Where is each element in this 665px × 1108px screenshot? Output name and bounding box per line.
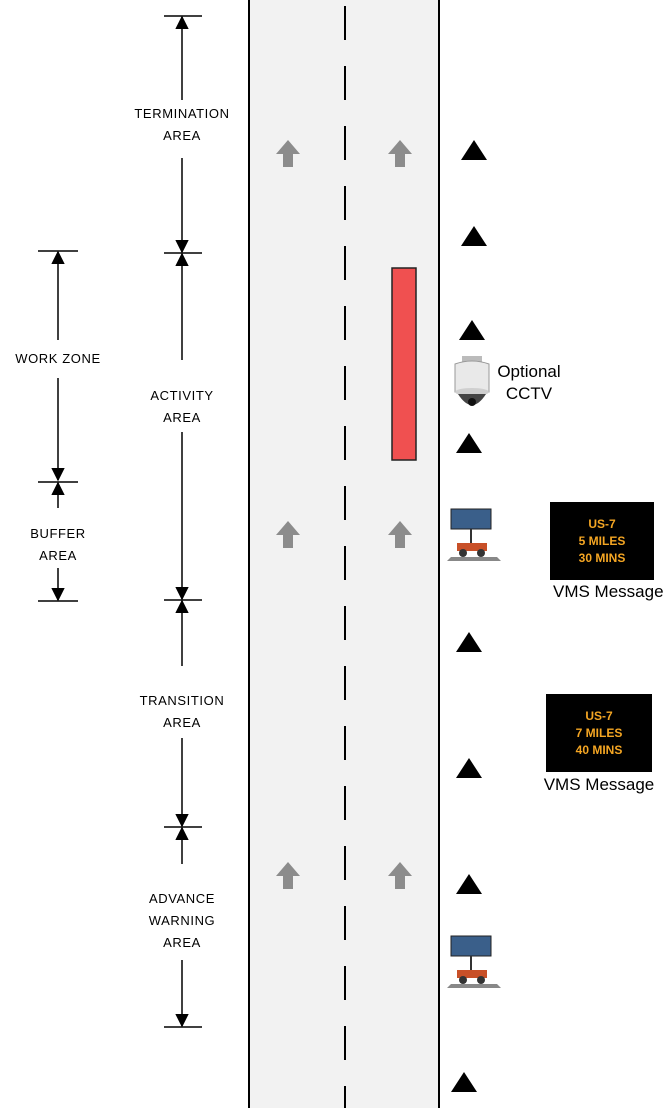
cone-icon xyxy=(456,433,482,453)
vms-message-board: US-7 5 MILES 30 MINS xyxy=(550,502,654,580)
activity-label-line2: AREA xyxy=(163,410,201,425)
vms-line: US-7 xyxy=(588,516,616,531)
activity-label-line1: ACTIVITY xyxy=(150,388,214,403)
up-arrow-icon xyxy=(388,521,412,548)
vms-caption: VMS Message xyxy=(553,582,664,601)
work-activity-block xyxy=(391,267,417,461)
cone-icon xyxy=(456,874,482,894)
cone-icon xyxy=(456,758,482,778)
transition-area-label: TRANSITION AREA xyxy=(120,690,244,734)
cone-icon xyxy=(461,140,487,160)
buffer-label-line2: AREA xyxy=(39,548,77,563)
termination-label-line2: AREA xyxy=(163,128,201,143)
advance-label-line3: AREA xyxy=(163,935,201,950)
up-arrow-icon xyxy=(276,862,300,889)
cone-icon xyxy=(461,226,487,246)
cctv-camera-icon xyxy=(454,356,490,406)
vms-line: 7 MILES xyxy=(575,725,623,740)
cctv-label-line1: Optional xyxy=(497,362,561,381)
traffic-arrows xyxy=(276,140,412,889)
advance-warning-area-label: ADVANCE WARNING AREA xyxy=(120,888,244,954)
activity-area-label: ACTIVITY AREA xyxy=(120,385,244,429)
vms-trailer-icon xyxy=(447,508,501,561)
vms-line: 40 MINS xyxy=(575,742,623,757)
vms-line: 5 MILES xyxy=(578,533,626,548)
transition-label-line1: TRANSITION xyxy=(139,693,225,708)
cone-icon xyxy=(451,1072,477,1092)
vms-caption: VMS Message xyxy=(543,775,655,794)
vms-line: US-7 xyxy=(585,708,613,723)
work-zone-label-line1: WORK ZONE xyxy=(15,351,101,366)
vms-message-board: US-7 7 MILES 40 MINS xyxy=(546,694,652,772)
vms-trailer-icon xyxy=(447,935,501,988)
cctv-label: Optional CCTV xyxy=(494,361,564,405)
buffer-label-line1: BUFFER xyxy=(30,526,86,541)
buffer-area-label: BUFFER AREA xyxy=(0,523,116,567)
termination-area-label: TERMINATION AREA xyxy=(120,103,244,147)
work-zone-label: WORK ZONE xyxy=(0,348,116,370)
cones xyxy=(451,140,487,1092)
up-arrow-icon xyxy=(276,521,300,548)
termination-label-line1: TERMINATION xyxy=(134,106,230,121)
dimension-lines-main xyxy=(164,15,202,1028)
up-arrow-icon xyxy=(388,862,412,889)
cone-icon xyxy=(459,320,485,340)
up-arrow-icon xyxy=(388,140,412,167)
advance-label-line2: WARNING xyxy=(148,913,216,928)
vms-line: 30 MINS xyxy=(578,550,626,565)
dimension-lines-work-zone xyxy=(38,250,78,602)
advance-label-line1: ADVANCE xyxy=(148,891,216,906)
up-arrow-icon xyxy=(276,140,300,167)
transition-label-line2: AREA xyxy=(163,715,201,730)
cctv-label-line2: CCTV xyxy=(505,384,553,403)
cone-icon xyxy=(456,632,482,652)
